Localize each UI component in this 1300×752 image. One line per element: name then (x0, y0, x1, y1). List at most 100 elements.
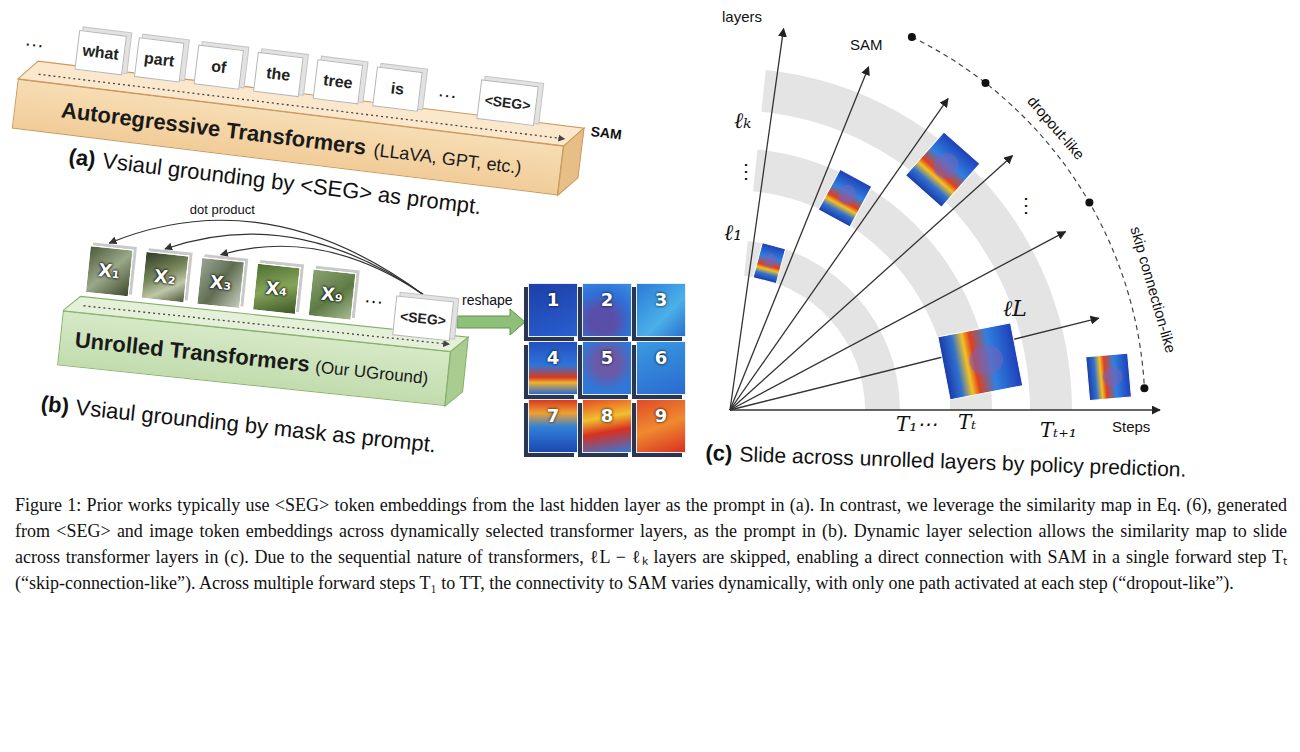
seg-token: <SEG> (476, 79, 538, 126)
sam-label: SAM (850, 36, 883, 53)
node-text: what (81, 41, 119, 64)
node-text: 1 (547, 290, 560, 311)
ellipsis: ⋮ (736, 160, 756, 183)
node-text: 6 (655, 348, 668, 369)
node-text: <SEG> (484, 92, 532, 114)
axis-label: Steps (1112, 418, 1150, 435)
layer-band (761, 70, 1072, 410)
node-text: X₉ (320, 283, 344, 306)
image-token: X₂ (141, 251, 190, 303)
node-text: X₃ (209, 272, 233, 295)
ellipsis: … (23, 27, 46, 52)
node-subtext: (LLaVA, GPT, etc.) (372, 140, 522, 179)
image-token: X₁ (85, 245, 134, 297)
grid-tile: 5 (582, 341, 632, 395)
grid-tile: 4 (528, 341, 578, 395)
bird-shape (762, 252, 777, 269)
path-dot (908, 33, 916, 41)
seg-token: <SEG> (392, 295, 454, 341)
node-text: 8 (601, 406, 614, 427)
node-text: tree (322, 71, 353, 93)
heat-tile (938, 323, 1023, 400)
token-box: is (372, 66, 423, 111)
token-box: what (74, 30, 127, 76)
bird-shape (1102, 366, 1124, 388)
layer-band (744, 241, 900, 410)
reshape-label: reshape (462, 292, 513, 308)
layer-symbol: ℓₖ (734, 108, 751, 133)
image-token: X₄ (252, 263, 301, 315)
heat-map (1086, 353, 1132, 400)
arc-label: skip connection-like (1127, 224, 1180, 355)
panel-a: whatpartofthetreeis<SEG>Autoregressive T… (0, 20, 650, 257)
node-text: is (390, 79, 405, 99)
panel-caption: Slide across unrolled layers by policy p… (739, 442, 1187, 482)
node-text: <SEG> (399, 308, 446, 329)
heat-map (818, 169, 872, 227)
node-text: 5 (601, 348, 614, 369)
step-symbol: Tₜ₊₁ (1040, 419, 1077, 442)
ellipsis: … (363, 284, 385, 309)
panel-b: X₁ X₂ X₃ X₄ X₉ <SEG> Unrolled Transformers(Our… (50, 243, 527, 480)
panel-c-caption: (c)Slide across unrolled layers by polic… (705, 440, 1296, 501)
steps-axis (730, 409, 1160, 410)
heat-tile (1086, 353, 1132, 400)
node-text: 3 (655, 290, 668, 311)
node-text: X₂ (153, 266, 177, 289)
ray (730, 67, 869, 410)
grid-tile: 1 (528, 283, 578, 337)
fan-group (730, 29, 1160, 410)
edge-label: dot product (188, 203, 257, 218)
node-text: part (143, 49, 175, 71)
image-token: X₉ (308, 269, 357, 321)
node-text: of (210, 57, 227, 77)
node-text: Unrolled Transformers (74, 327, 311, 377)
grid-tile: 9 (636, 399, 686, 453)
heat-tile (753, 243, 785, 284)
axis-label: layers (722, 8, 762, 25)
grid-tile: 8 (582, 399, 632, 453)
ellipsis: ⋮ (1016, 194, 1036, 217)
token-box: part (134, 37, 185, 82)
panel-tag: (a) (67, 144, 97, 172)
step-symbol: T₁⋯ (896, 413, 937, 436)
dashed-arc (912, 37, 1145, 388)
panel-tag: (c) (705, 440, 733, 466)
heat-map (753, 243, 785, 284)
token-box: of (194, 45, 245, 90)
path-dot (1085, 199, 1093, 207)
grid-tile: 7 (528, 399, 578, 453)
grid-tile: 2 (582, 283, 632, 337)
heat-map (938, 323, 1023, 400)
grid-tile: 3 (636, 283, 686, 337)
node-text: 7 (547, 406, 560, 427)
heat-map (906, 132, 980, 207)
bird-shape (834, 182, 859, 208)
heat-tile (906, 132, 980, 207)
node-text: 4 (547, 348, 560, 369)
panel-caption: Vsiaul grounding by mask as prompt. (75, 395, 438, 458)
bird-shape (928, 148, 963, 183)
ray (730, 232, 1066, 410)
node-text: X₄ (264, 277, 288, 300)
layers-axis (730, 29, 784, 410)
layer-symbol: ℓL (1003, 296, 1027, 321)
ray (730, 318, 1099, 410)
node-text: the (265, 64, 291, 85)
token-box: tree (313, 59, 364, 104)
reshape-arrow (457, 309, 525, 335)
node-subtext: (Our UGround) (314, 357, 429, 388)
panel-tag: (b) (40, 391, 71, 419)
bird-shape (967, 342, 1006, 378)
node-text: 2 (601, 290, 614, 311)
step-symbol: Tₜ (958, 411, 976, 434)
path-dot (982, 79, 990, 87)
path-dot (1140, 384, 1148, 392)
grid-tile: 6 (636, 341, 686, 395)
heat-tile (818, 169, 872, 227)
node-text: X₁ (97, 260, 121, 283)
figure-caption: Figure 1: Prior works typically use <SEG… (15, 492, 1287, 596)
token-box: the (253, 52, 304, 97)
node-text: 9 (655, 406, 668, 427)
